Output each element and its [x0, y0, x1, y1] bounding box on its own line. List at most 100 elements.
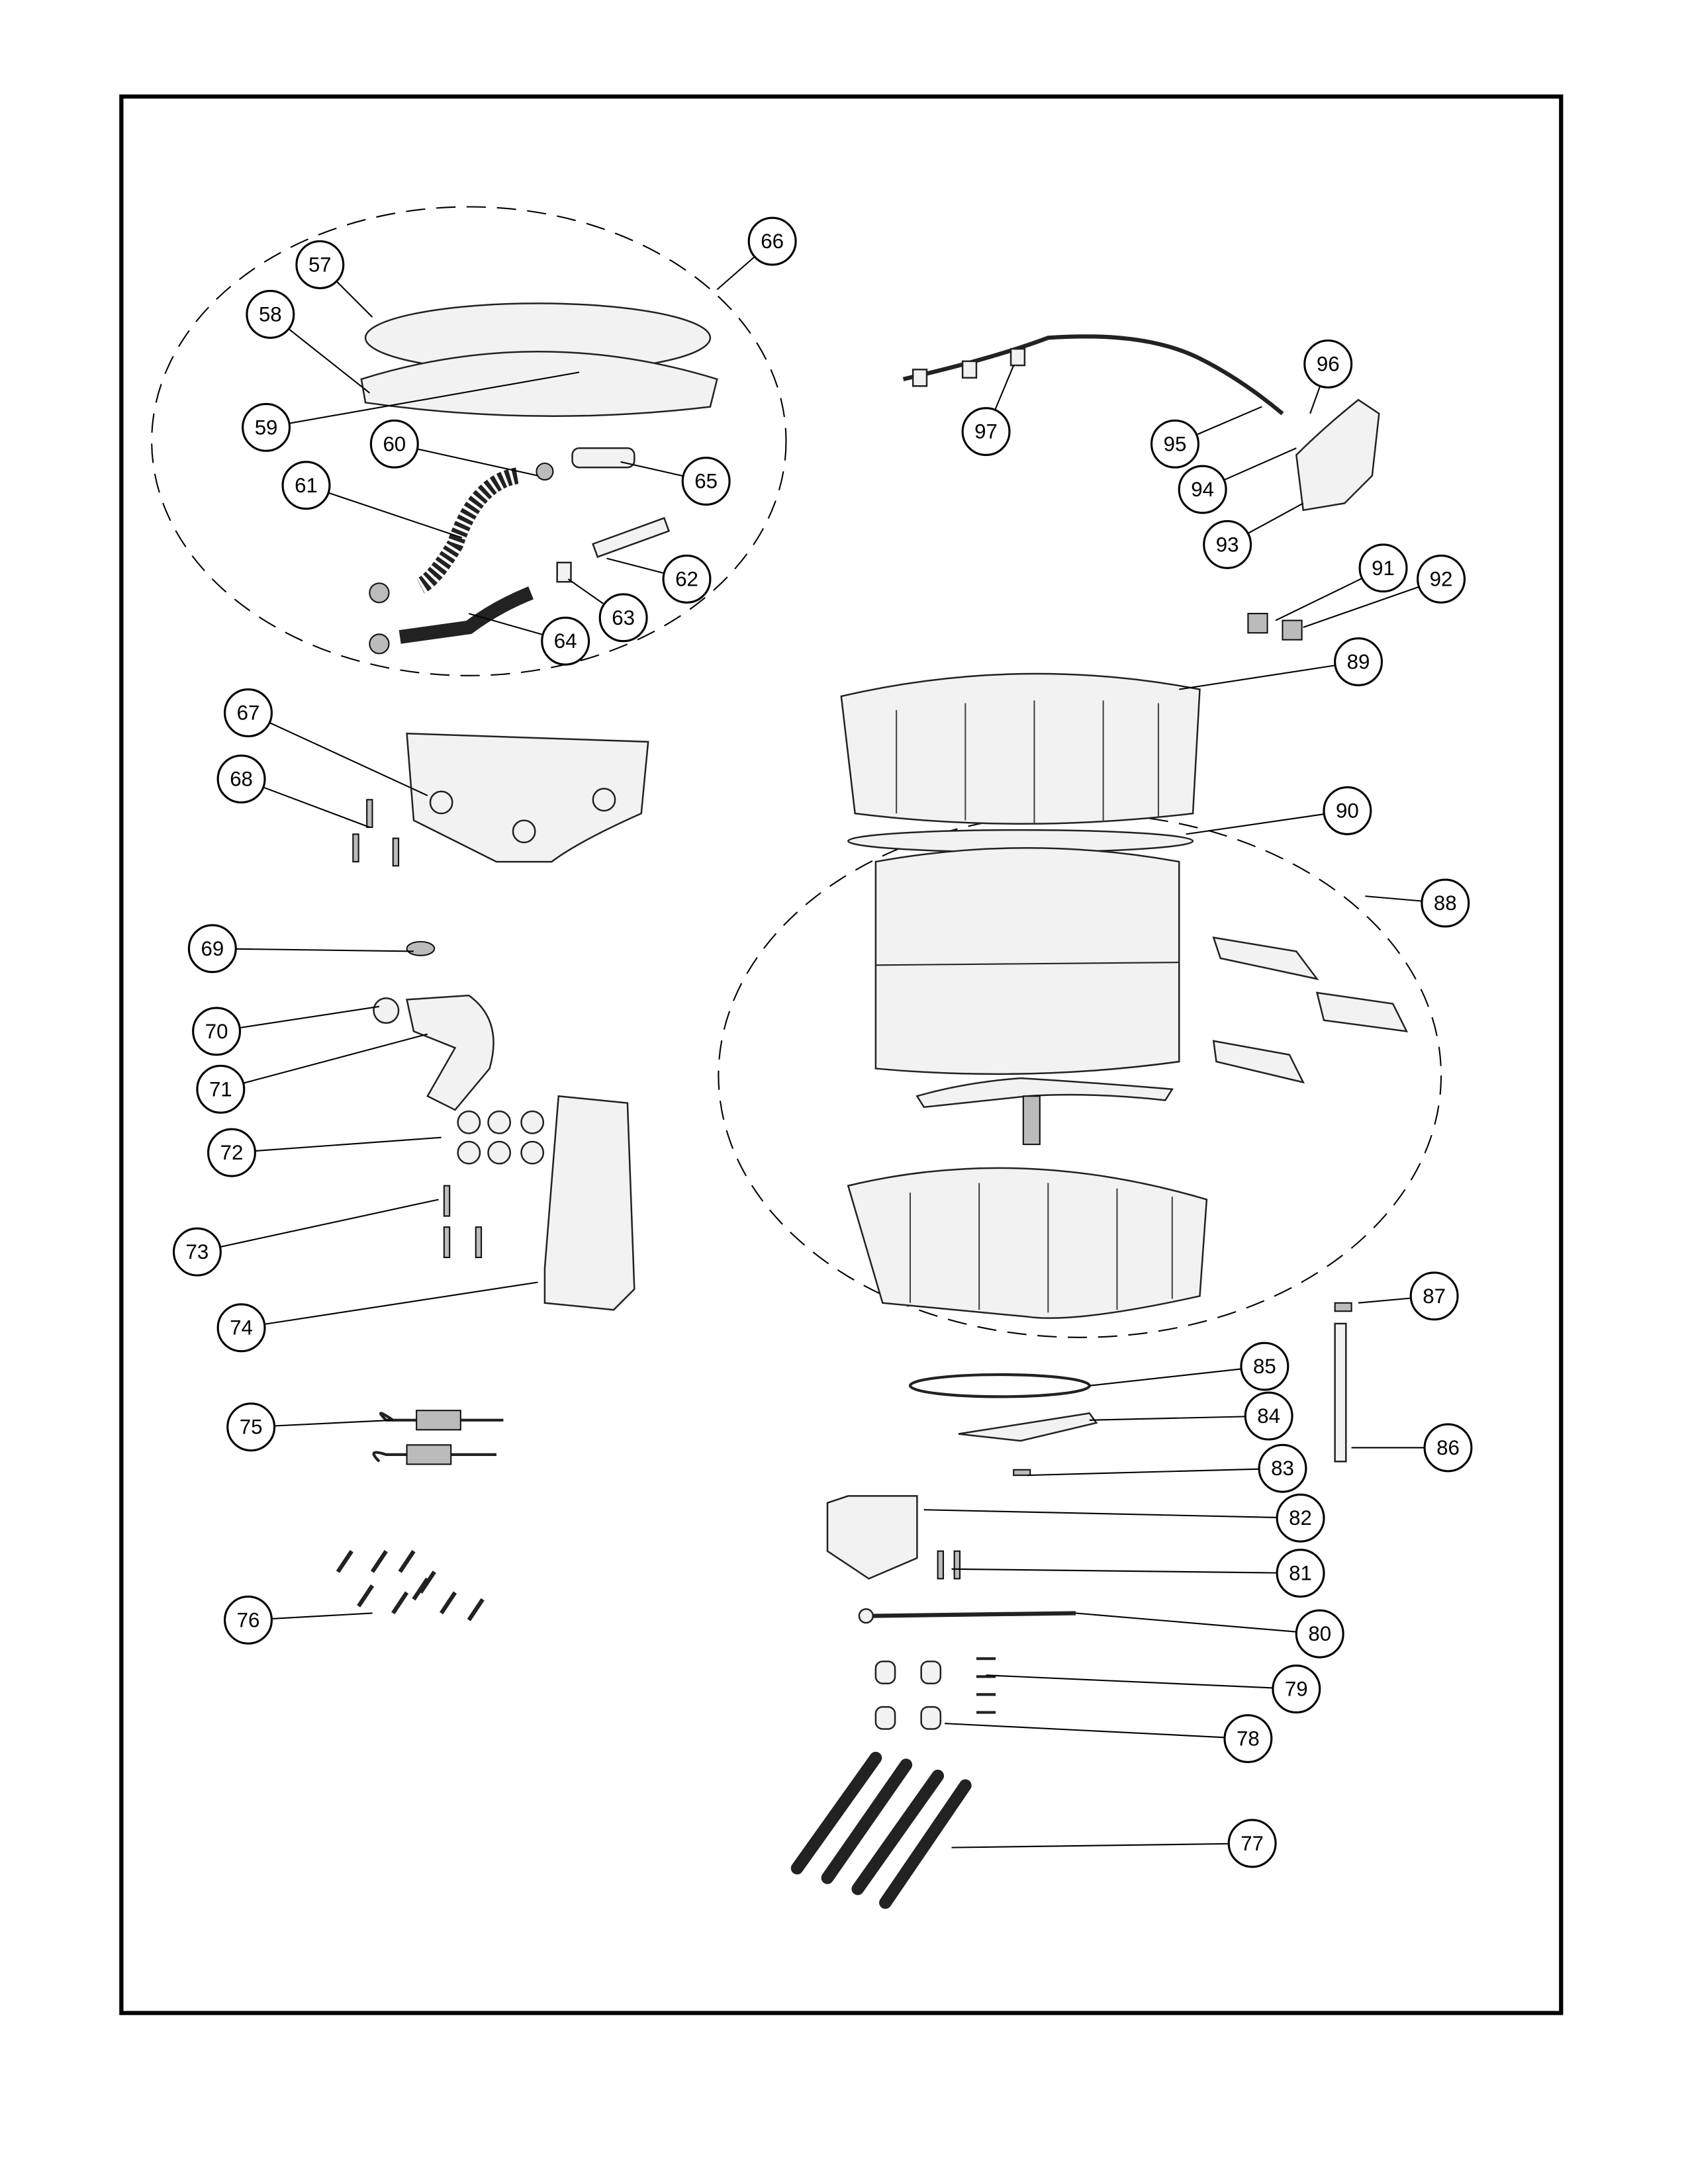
part-cap-69 — [406, 940, 436, 956]
callout-number: 81 — [1289, 1562, 1312, 1585]
callout-number: 67 — [237, 702, 260, 725]
part-drum — [874, 846, 1180, 1075]
callout-68: 68 — [216, 754, 370, 828]
leader-line — [1223, 447, 1297, 481]
callout-number: 70 — [205, 1020, 228, 1043]
callout-59: 59 — [242, 371, 580, 452]
callout-number: 84 — [1257, 1404, 1280, 1428]
part-pins-79 — [976, 1657, 996, 1714]
callout-circle — [1417, 555, 1466, 604]
callout-circle — [1240, 1342, 1289, 1391]
part-spider — [915, 1077, 1174, 1109]
part-clip-63 — [556, 561, 572, 583]
part-hose-61 — [416, 467, 519, 594]
part-hole — [512, 819, 536, 844]
callout-79: 79 — [986, 1664, 1321, 1714]
page-border — [119, 94, 1564, 2015]
callout-83: 83 — [1027, 1443, 1307, 1493]
callout-circle — [662, 555, 712, 604]
callout-number: 66 — [761, 230, 784, 253]
part-screw-83 — [1013, 1469, 1031, 1477]
part-hole — [429, 790, 453, 815]
leader-line — [236, 948, 414, 952]
callout-91: 91 — [1275, 543, 1408, 621]
leader-line — [1309, 385, 1321, 414]
part-spring-75 — [406, 1444, 452, 1465]
callout-71: 71 — [196, 1033, 428, 1114]
callout-70: 70 — [192, 1005, 380, 1056]
leader-line — [264, 1281, 538, 1325]
part-clamp-70 — [373, 997, 400, 1024]
callout-81: 81 — [951, 1549, 1325, 1598]
part-tub-front-89 — [840, 672, 1201, 825]
assembly-66-boundary — [151, 206, 787, 676]
callout-72: 72 — [207, 1128, 442, 1177]
callout-number: 57 — [308, 253, 332, 276]
callout-66: 66 — [716, 216, 797, 291]
callout-circle — [541, 616, 590, 666]
callout-number: 64 — [554, 629, 577, 653]
part-screw-68 — [352, 833, 359, 863]
callout-number: 86 — [1436, 1436, 1460, 1459]
callout-67: 67 — [224, 688, 428, 797]
leader-line — [994, 365, 1015, 410]
part-lifter — [1212, 936, 1319, 981]
part-heater-86 — [1334, 1322, 1347, 1463]
callout-88: 88 — [1365, 878, 1470, 928]
part-counterweight-74 — [543, 1095, 635, 1311]
callout-number: 62 — [675, 567, 698, 590]
callout-number: 90 — [1336, 799, 1359, 822]
part-screw-68 — [392, 837, 400, 867]
callout-78: 78 — [945, 1714, 1273, 1764]
parts — [336, 302, 1409, 1909]
part-connector — [1009, 347, 1026, 367]
leader-line — [328, 492, 463, 539]
assembly-88-boundary — [718, 813, 1442, 1338]
part-spring-75 — [372, 1451, 496, 1463]
part-screw-68 — [366, 799, 373, 829]
part-clip-87 — [1334, 1302, 1352, 1312]
callout-90: 90 — [1186, 786, 1372, 835]
part-bolt-81 — [937, 1550, 945, 1580]
part-lifter — [1212, 1040, 1305, 1084]
leader-line — [271, 1612, 373, 1619]
callout-circle — [242, 402, 291, 452]
callout-circle — [1272, 1664, 1321, 1714]
callout-circle — [196, 1064, 246, 1114]
leader-line — [1303, 586, 1419, 628]
callout-number: 71 — [209, 1077, 232, 1101]
callout-77: 77 — [951, 1819, 1277, 1868]
part-motor-82 — [826, 1495, 918, 1580]
leader-line — [1196, 406, 1262, 435]
part-belt-85 — [908, 1373, 1091, 1398]
callout-circle — [216, 754, 266, 804]
callout-73: 73 — [172, 1199, 439, 1277]
callout-number: 78 — [1237, 1727, 1260, 1751]
part-bracket-67 — [406, 733, 649, 863]
callout-89: 89 — [1179, 637, 1383, 690]
part-bolts-76 — [336, 1549, 485, 1621]
part-clamp-60 — [536, 462, 554, 481]
part-pulley-84 — [958, 1412, 1098, 1442]
callout-number: 77 — [1241, 1832, 1264, 1855]
part-tub-ring — [360, 350, 718, 418]
callout-62: 62 — [606, 555, 712, 604]
part-fitting-65 — [571, 447, 635, 469]
leader-line — [716, 256, 755, 291]
callout-61: 61 — [281, 461, 463, 539]
part-caps-78 — [874, 1661, 942, 1730]
callout-96: 96 — [1303, 340, 1353, 414]
callout-number: 65 — [694, 470, 718, 493]
callout-circle — [598, 593, 648, 643]
leader-line — [1179, 664, 1336, 690]
callout-circle — [295, 240, 345, 289]
callout-circle — [207, 1128, 256, 1177]
part-hose-64 — [399, 586, 534, 644]
callout-circle — [1421, 878, 1470, 928]
part-tub-rear — [847, 1167, 1208, 1319]
leader-line — [469, 613, 543, 636]
part-tub-ribs — [909, 1183, 1173, 1313]
callout-number: 79 — [1285, 1678, 1308, 1701]
callout-number: 89 — [1347, 650, 1370, 673]
callout-number: 93 — [1216, 533, 1239, 556]
